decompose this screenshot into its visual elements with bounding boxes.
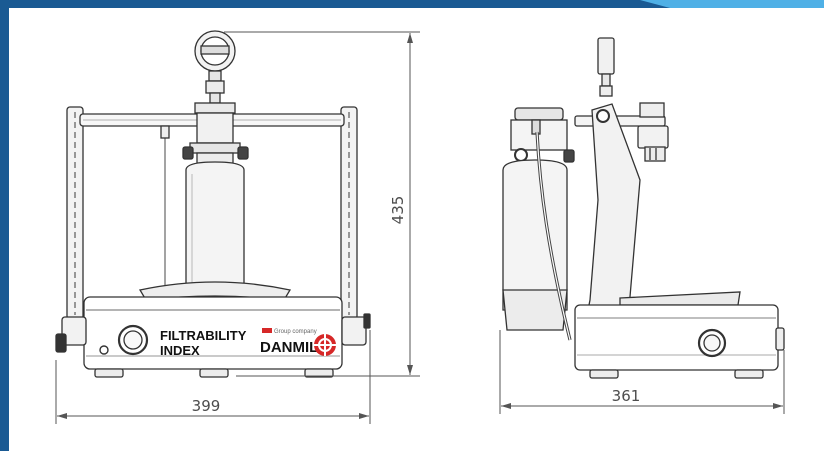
front-base [55, 296, 371, 378]
side-gauge [597, 37, 615, 97]
group-mark-icon [262, 328, 272, 333]
dimension-width [55, 330, 371, 424]
product-label-line1: FILTRABILITY [160, 328, 247, 343]
side-right-block [637, 102, 669, 162]
left-frame-bar [0, 0, 9, 451]
dimension-depth [499, 330, 785, 414]
dimension-depth-label: 361 [612, 387, 641, 405]
brand-name: DANMIL [260, 339, 318, 356]
product-label: FILTRABILITY INDEX [160, 328, 247, 358]
right-upright [340, 106, 358, 320]
left-upright [66, 106, 84, 320]
valve-block [182, 102, 249, 164]
side-base [574, 291, 785, 379]
brand-logo: Group company DANMIL [260, 328, 336, 356]
dimension-width-label: 399 [192, 397, 221, 415]
product-label-line2: INDEX [160, 343, 200, 358]
front-view [55, 30, 371, 378]
side-cylinder [502, 159, 568, 331]
top-frame-bar [0, 0, 824, 8]
pressure-gauge [194, 30, 236, 104]
side-view [502, 37, 785, 379]
gas-cylinder [185, 161, 245, 286]
top-right-accent [640, 0, 824, 8]
dimension-height [224, 31, 420, 377]
side-cap-block [510, 107, 575, 163]
group-text: Group company [274, 329, 317, 335]
dimension-height-label: 435 [389, 196, 407, 225]
